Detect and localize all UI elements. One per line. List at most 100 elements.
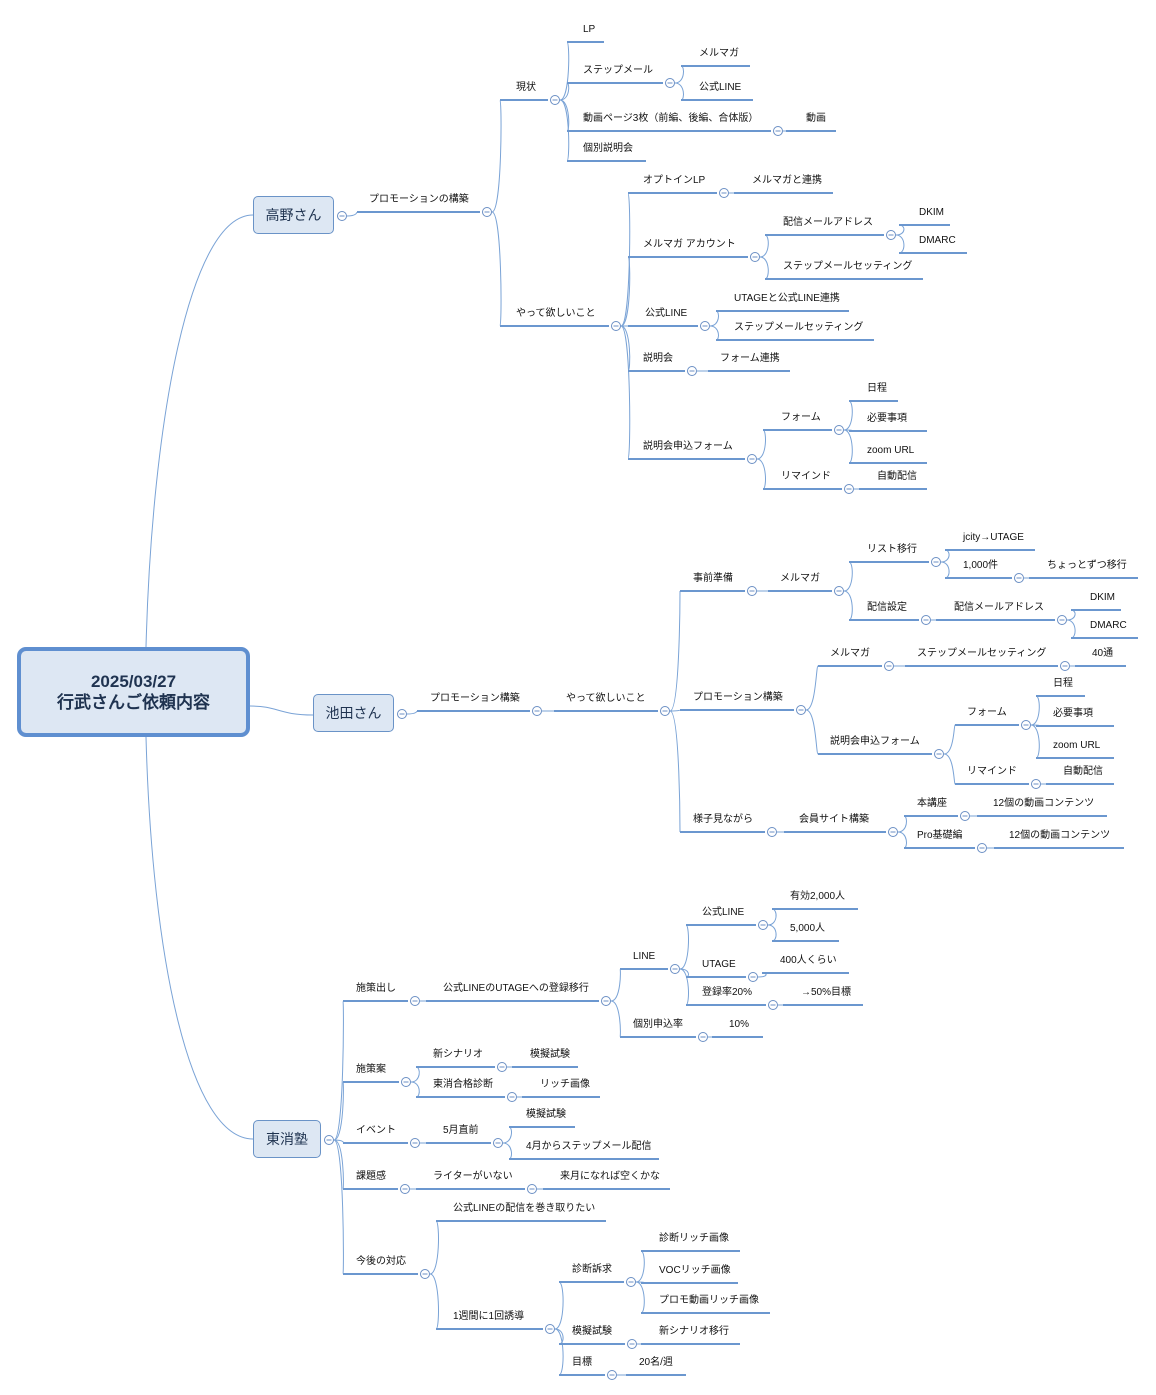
- node-to_act[interactable]: 有効2,000人: [790, 891, 846, 902]
- collapse-minus-icon[interactable]: [773, 126, 783, 136]
- node-to_ten[interactable]: 10%: [729, 1019, 750, 1030]
- node-to_take[interactable]: 公式LINEの配信を巻き取りたい: [453, 1203, 596, 1214]
- collapse-minus-icon[interactable]: [493, 1138, 503, 1148]
- collapse-minus-icon[interactable]: [626, 1277, 636, 1287]
- node-ta_sch[interactable]: 日程: [867, 383, 887, 394]
- node-to_next[interactable]: 今後の対応: [356, 1256, 406, 1267]
- node-to_mock[interactable]: 模擬試験: [530, 1049, 570, 1060]
- collapse-minus-icon[interactable]: [627, 1339, 637, 1349]
- collapse-minus-icon[interactable]: [1014, 573, 1024, 583]
- node-ta_ses[interactable]: 説明会: [643, 353, 673, 364]
- node-ta_zoom[interactable]: zoom URL: [867, 445, 915, 456]
- node-to_nsm[interactable]: 新シナリオ移行: [659, 1326, 729, 1337]
- collapse-minus-icon[interactable]: [410, 1138, 420, 1148]
- collapse-minus-icon[interactable]: [884, 661, 894, 671]
- node-to_apr[interactable]: 4月からステップメール配信: [526, 1141, 652, 1152]
- node-ik_mv[interactable]: 12個の動画コンテンツ: [993, 798, 1095, 809]
- node-to_prich[interactable]: プロモ動画リッチ画像: [659, 1295, 759, 1306]
- node-ik_zoom[interactable]: zoom URL: [1053, 740, 1101, 751]
- collapse-minus-icon[interactable]: [768, 1000, 778, 1010]
- node-ta_rem[interactable]: リマインド: [781, 471, 831, 482]
- node-ik_mm2[interactable]: メルマガ: [830, 648, 870, 659]
- node-to_goal[interactable]: →50%目標: [801, 987, 852, 998]
- node-ik_req[interactable]: 必要事項: [1053, 708, 1093, 719]
- node-ik_pro[interactable]: Pro基礎編: [917, 830, 963, 841]
- collapse-minus-icon[interactable]: [748, 972, 758, 982]
- branch-ikeda[interactable]: 池田さん: [313, 694, 394, 732]
- node-ik_mm[interactable]: メルマガ: [780, 573, 820, 584]
- collapse-minus-icon[interactable]: [921, 615, 931, 625]
- collapse-minus-icon[interactable]: [767, 827, 777, 837]
- root-node[interactable]: 2025/03/27 行武さんご依頼内容: [17, 647, 250, 737]
- node-to_dapp[interactable]: 診断訴求: [572, 1264, 612, 1275]
- node-ik_sch[interactable]: 日程: [1053, 678, 1073, 689]
- collapse-minus-icon[interactable]: [796, 705, 806, 715]
- collapse-minus-icon[interactable]: [1031, 779, 1041, 789]
- collapse-minus-icon[interactable]: [670, 964, 680, 974]
- node-ik_dmarc[interactable]: DMARC: [1090, 620, 1127, 631]
- node-to_l2u[interactable]: 公式LINEのUTAGEへの登録移行: [443, 983, 589, 994]
- node-to_ns[interactable]: 新シナリオ: [433, 1049, 483, 1060]
- node-ta_lss[interactable]: ステップメールセッティング: [734, 322, 864, 333]
- node-to_event[interactable]: イベント: [356, 1125, 396, 1136]
- collapse-minus-icon[interactable]: [758, 920, 768, 930]
- collapse-minus-icon[interactable]: [698, 1032, 708, 1042]
- node-ik_jcity[interactable]: jcity→UTAGE: [963, 532, 1024, 543]
- collapse-minus-icon[interactable]: [337, 211, 347, 221]
- node-to_nm[interactable]: 来月になれば空くかな: [560, 1171, 660, 1182]
- node-ta_want[interactable]: やって欲しいこと: [516, 308, 596, 319]
- node-ik_list[interactable]: リスト移行: [867, 544, 917, 555]
- node-ik_promo[interactable]: プロモーション構築: [430, 693, 520, 704]
- node-ik_forty[interactable]: 40通: [1092, 648, 1114, 659]
- collapse-minus-icon[interactable]: [700, 321, 710, 331]
- collapse-minus-icon[interactable]: [497, 1062, 507, 1072]
- collapse-minus-icon[interactable]: [886, 230, 896, 240]
- node-ta_mmac[interactable]: メルマガ アカウント: [643, 239, 736, 250]
- collapse-minus-icon[interactable]: [665, 78, 675, 88]
- node-ik_rem[interactable]: リマインド: [967, 766, 1017, 777]
- node-ta_form[interactable]: フォーム: [781, 412, 821, 423]
- node-ik_grad[interactable]: ちょっとずつ移行: [1047, 560, 1127, 571]
- node-to_oline[interactable]: 公式LINE: [702, 907, 745, 918]
- collapse-minus-icon[interactable]: [420, 1269, 430, 1279]
- node-ta_vp[interactable]: 動画ページ3枚（前編、後編、合体版）: [583, 113, 759, 124]
- branch-toshou[interactable]: 東消塾: [253, 1120, 321, 1158]
- node-ta_auto[interactable]: 自動配信: [877, 471, 917, 482]
- collapse-minus-icon[interactable]: [931, 557, 941, 567]
- node-ik_want[interactable]: やって欲しいこと: [566, 693, 646, 704]
- node-ta_step[interactable]: ステップメール: [583, 65, 653, 76]
- node-ta_sf[interactable]: 説明会申込フォーム: [643, 441, 733, 452]
- node-ik_auto[interactable]: 自動配信: [1063, 766, 1103, 777]
- collapse-minus-icon[interactable]: [401, 1077, 411, 1087]
- node-ta_ol[interactable]: 公式LINE: [699, 82, 742, 93]
- node-ik_form[interactable]: フォーム: [967, 707, 1007, 718]
- node-to_reg[interactable]: 登録率20%: [702, 987, 753, 998]
- collapse-minus-icon[interactable]: [934, 749, 944, 759]
- collapse-minus-icon[interactable]: [601, 996, 611, 1006]
- node-to_iss[interactable]: 課題感: [356, 1171, 386, 1182]
- collapse-minus-icon[interactable]: [1021, 720, 1031, 730]
- node-ta_sms[interactable]: ステップメールセッティング: [783, 261, 913, 272]
- node-ta_addr[interactable]: 配信メールアドレス: [783, 217, 873, 228]
- node-ta_opt[interactable]: オプトインLP: [643, 175, 706, 186]
- collapse-minus-icon[interactable]: [660, 706, 670, 716]
- collapse-minus-icon[interactable]: [527, 1184, 537, 1194]
- node-to_emock[interactable]: 模擬試験: [526, 1109, 566, 1120]
- collapse-minus-icon[interactable]: [532, 706, 542, 716]
- collapse-minus-icon[interactable]: [747, 454, 757, 464]
- collapse-minus-icon[interactable]: [507, 1092, 517, 1102]
- node-ik_promo2[interactable]: プロモーション構築: [693, 692, 783, 703]
- branch-takano[interactable]: 高野さん: [253, 196, 334, 234]
- collapse-minus-icon[interactable]: [1057, 615, 1067, 625]
- collapse-minus-icon[interactable]: [324, 1135, 334, 1145]
- node-to_voc[interactable]: VOCリッチ画像: [659, 1265, 731, 1276]
- node-to_ind[interactable]: 個別申込率: [633, 1019, 683, 1030]
- node-ta_lp[interactable]: LP: [583, 24, 596, 35]
- collapse-minus-icon[interactable]: [844, 484, 854, 494]
- node-ta_dmarc[interactable]: DMARC: [919, 235, 956, 246]
- node-ta_fl[interactable]: フォーム連携: [720, 353, 780, 364]
- node-to_diag[interactable]: 東消合格診断: [433, 1079, 493, 1090]
- collapse-minus-icon[interactable]: [611, 321, 621, 331]
- node-ik_msite[interactable]: 会員サイト構築: [799, 814, 869, 825]
- node-ik_sms[interactable]: ステップメールセッティング: [917, 648, 1047, 659]
